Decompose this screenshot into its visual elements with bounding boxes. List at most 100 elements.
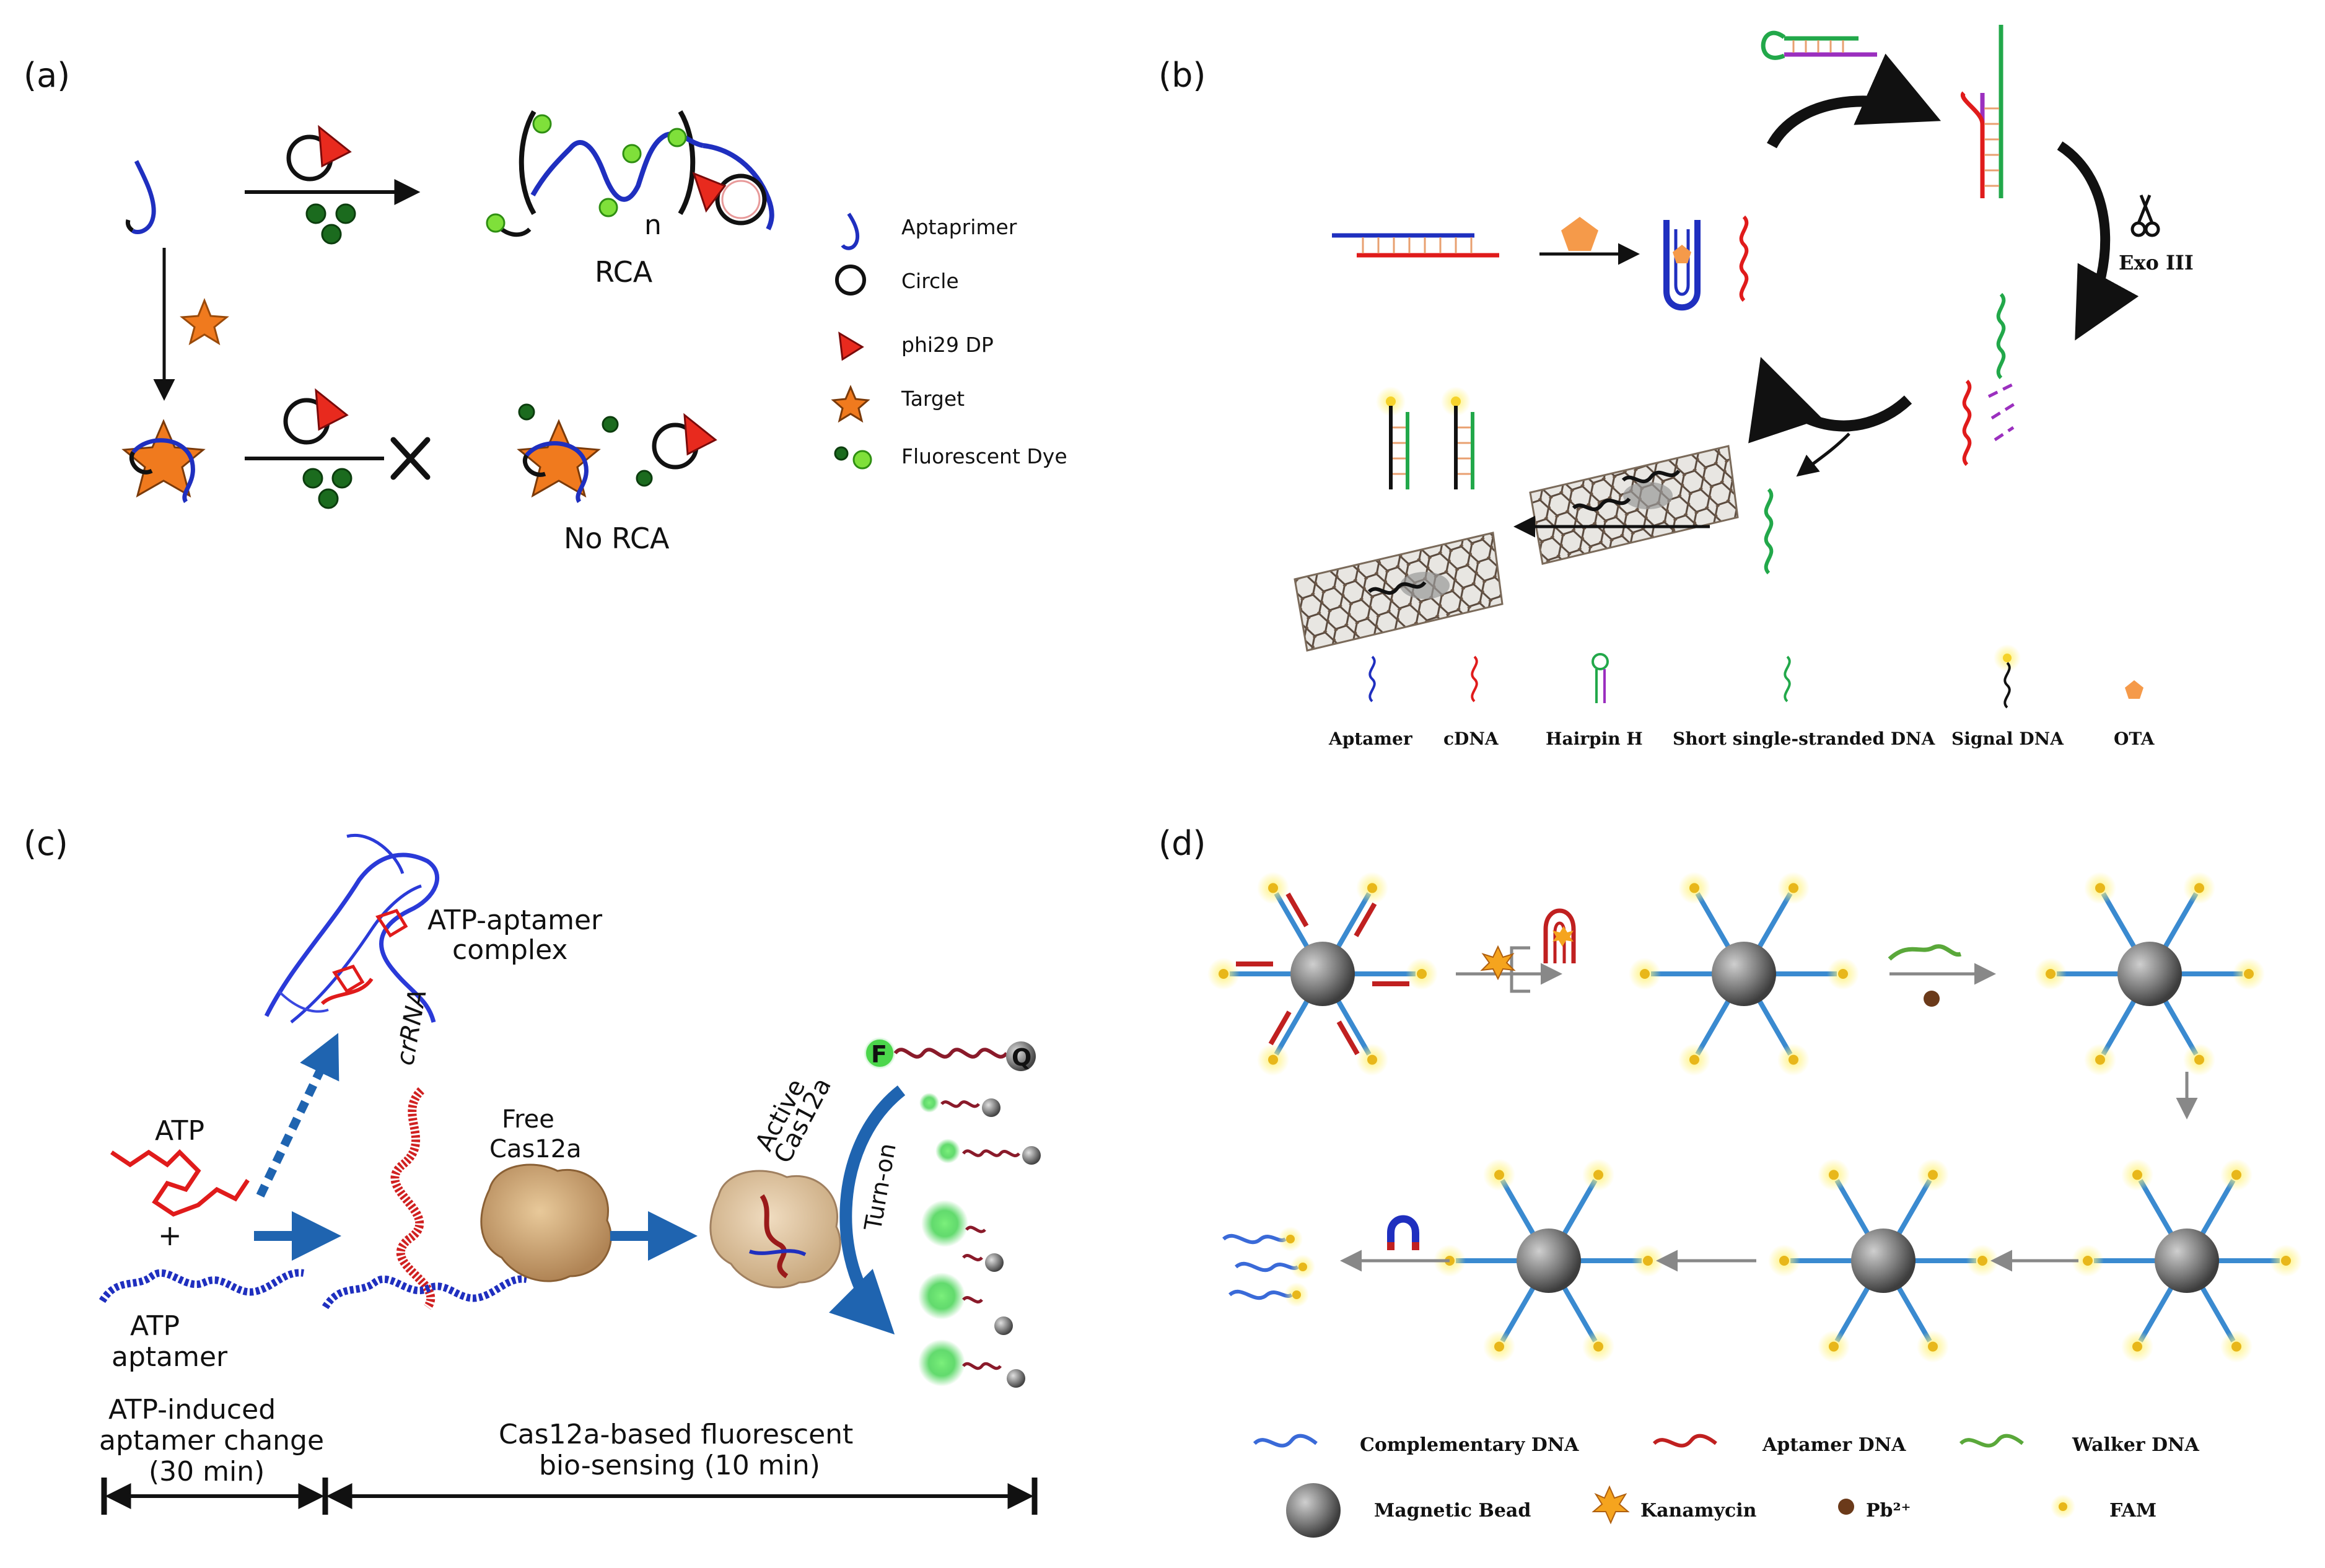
aptamer-after [322,1275,527,1310]
quencher-q: Q [1012,1044,1031,1071]
fluorescent-dye-legend-icon [834,446,872,470]
complex-label-1: ATP-aptamer [427,904,603,936]
legend-d-kanamycin: Kanamycin [1640,1500,1757,1522]
active-cas12a-protein [709,1170,841,1289]
dotted-arrow-complex [256,1033,339,1198]
complementary-dna-legend-icon [1253,1434,1318,1448]
folded-aptamer-ota [1663,220,1701,311]
stage2-line2: bio-sensing (10 min) [539,1450,820,1481]
exo-iii-label: Exo III [2119,251,2194,274]
dye-cluster-bottom [302,468,352,509]
pb-ion [1924,991,1940,1007]
legend-d-walker: Walker DNA [2072,1434,2199,1456]
magnetic-bead-construct [1207,872,1438,1076]
graphene-with-signal-dna [1529,445,1739,565]
stage1-line1: ATP-induced [108,1394,276,1426]
cycle-arrow-exo [2057,141,2139,341]
panel-b-label: (b) [1158,56,1206,95]
panel-c: (c) ATP-aptamer complex ATP + ATP aptame… [24,824,1041,1515]
aptamer-label-1: ATP [130,1310,180,1342]
scissors-icon [2130,195,2160,237]
short-ssdna-released [1996,292,2006,380]
legend-a-phi29: phi29 DP [901,333,994,357]
atp-molecule [110,1149,250,1217]
magnetic-bead-legend-icon [1286,1483,1341,1538]
no-rca-product: No RCA [517,403,717,555]
aptamer-dna-legend-icon [1652,1434,1717,1448]
fluorophore-f: F [871,1041,887,1068]
magnetic-bead-construct [1768,1158,1999,1363]
hairpin-cdna-hybrid [1960,25,2003,198]
cycle-arrow-bottom [1748,357,1912,444]
plus-sign: + [158,1219,182,1252]
target-star-icon [180,297,229,346]
stage1-line3: (30 min) [149,1456,265,1487]
dye-cluster-top [305,203,356,245]
cdna-recycled [1962,379,1972,466]
stage2-line1: Cas12a-based fluorescent [499,1419,853,1450]
aptaprimer-strand [131,160,156,235]
cleaved-reporters [918,1093,1041,1388]
kanamycin-aptamer-complex [1480,908,1576,981]
walker-dna-legend-icon [1959,1434,2024,1448]
kanamycin-legend-icon [1592,1485,1630,1525]
hairpin-legend-icon [1592,653,1609,703]
aptamer-label-2: aptamer [112,1341,228,1373]
rca-product: n RCA [486,110,774,289]
graphene-quenched [1294,532,1504,652]
free-label-1: Free [502,1105,554,1134]
magnetic-bead-construct [1629,872,1859,1076]
legend-a-aptaprimer: Aptaprimer [901,215,1017,239]
target-legend-icon [831,385,870,423]
released-fam-strands [1222,1227,1315,1307]
stage1-line2: aptamer change [99,1425,324,1456]
legend-b-ota: OTA [2114,729,2155,749]
panel-d-label: (d) [1158,824,1206,863]
legend-d-comp: Complementary DNA [1360,1434,1579,1456]
signal-dna-legend-icon [1994,644,2021,709]
circle-legend-icon [835,265,866,296]
atp-aptamer-complex-structure [264,834,440,1023]
magnetic-bead-construct [2072,1158,2302,1363]
turn-on-label: Turn-on [859,1141,901,1233]
cdna-released [1739,215,1749,302]
legend-b-cdna: cDNA [1443,729,1499,749]
turn-on-arrow [829,1085,906,1335]
digested-fragments [1987,382,2018,442]
circle-with-polymerase-icon [286,125,352,182]
magnet-icon [1387,1215,1419,1250]
timeline-bar [101,1478,1038,1515]
hairpin-h-icon [1761,30,1877,60]
legend-a: Aptaprimer Circle phi29 DP Target Fluore… [831,212,1067,470]
legend-d-fam: FAM [2109,1500,2156,1522]
rca-repeat-n: n [644,209,662,241]
legend-d-pb: Pb²⁺ [1866,1500,1911,1522]
phi29-dp-legend-icon [838,331,864,361]
legend-d: Complementary DNA Aptamer DNA Walker DNA… [1253,1434,2199,1538]
atp-label: ATP [155,1115,204,1147]
free-label-2: Cas12a [489,1135,582,1163]
circle-with-polymerase-blocked-icon [283,388,349,445]
target-aptaprimer-complex [121,419,206,503]
reporter-intact: F Q [864,1037,1036,1071]
atp-aptamer-molecule [99,1269,304,1303]
walker-dna-free [1888,944,1962,961]
crrna-structure [390,1087,436,1310]
no-rca-label: No RCA [564,522,670,555]
panel-c-label: (c) [24,824,68,863]
crrna-label: crRNA [391,988,432,1068]
ota-legend-icon [2125,680,2143,699]
aptaprimer-legend-icon [841,212,860,250]
complex-label-2: complex [452,934,567,966]
ota-icon [1561,217,1598,251]
panel-a: (a) [24,56,1067,555]
legend-b: Aptamer cDNA Hairpin H Short single-stra… [1328,644,2155,749]
legend-b-signal: Signal DNA [1951,729,2064,749]
ssdna-legend-icon [1784,655,1791,703]
cdna-legend-icon [1471,655,1478,703]
legend-d-bead: Magnetic Bead [1374,1500,1531,1522]
cycle-arrow-top [1767,53,1942,149]
panel-d: (d) [1158,824,2302,1538]
rca-label: RCA [595,255,653,289]
